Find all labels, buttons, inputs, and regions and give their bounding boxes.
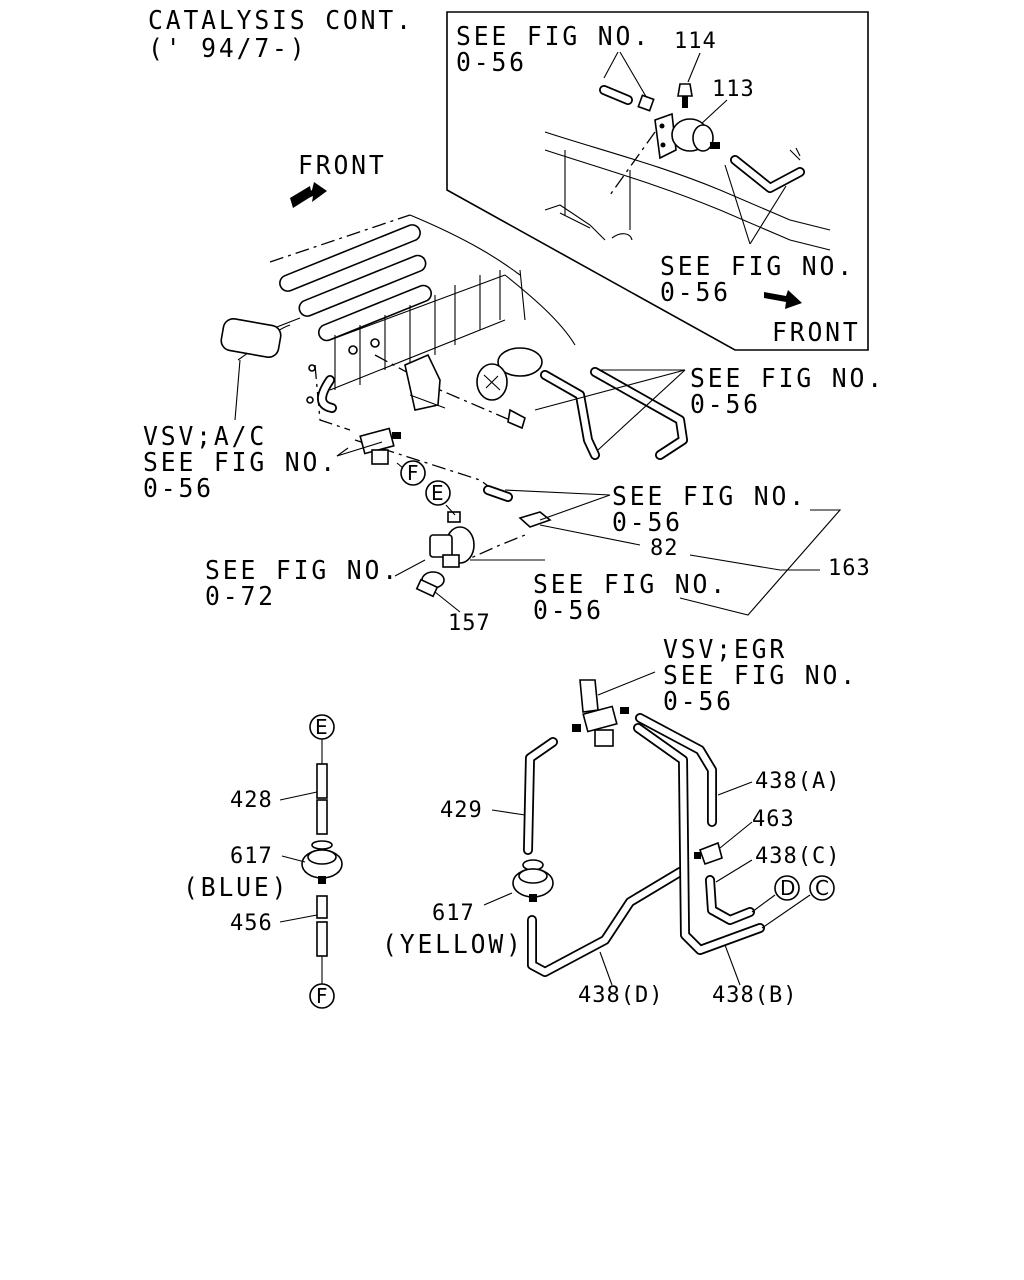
- part-463: 463: [752, 807, 795, 832]
- callout-82: 82: [650, 536, 679, 561]
- see-fig-lower: SEE FIG NO.: [533, 570, 728, 600]
- inset-detail: [446, 11, 869, 351]
- circle-d: D: [780, 876, 795, 900]
- main-front-label: FRONT: [298, 151, 387, 181]
- circle-e-main: E: [431, 481, 444, 505]
- see-fig-072: SEE FIG NO.: [205, 556, 400, 586]
- see-fig-center: SEE FIG NO.: [612, 482, 807, 512]
- diagram-title: CATALYSIS CONT.: [148, 6, 414, 36]
- callout-113: 113: [712, 77, 755, 102]
- part-438a: 438(A): [755, 769, 841, 794]
- circle-e-left: E: [315, 715, 328, 739]
- vsv-egr-see-fig: SEE FIG NO.: [663, 661, 858, 691]
- right-assembly: D C: [483, 671, 835, 986]
- part-617-blue: 617: [230, 844, 273, 869]
- see-fig-right-no: 0-56: [690, 390, 761, 420]
- part-438d: 438(D): [578, 983, 664, 1008]
- vsv-ac-fig-no: 0-56: [143, 474, 214, 504]
- see-fig-072-no: 0-72: [205, 582, 276, 612]
- vsv-egr-fig-no: 0-56: [663, 687, 734, 717]
- part-438b: 438(B): [712, 983, 798, 1008]
- see-fig-right: SEE FIG NO.: [690, 364, 885, 394]
- callout-114: 114: [674, 29, 717, 54]
- circle-c: C: [815, 876, 829, 900]
- part-429: 429: [440, 798, 483, 823]
- vsv-ac-label: VSV;A/C: [143, 422, 268, 452]
- color-yellow: (YELLOW): [382, 930, 524, 960]
- part-617-yellow: 617: [432, 901, 475, 926]
- inset-see-fig-top-no: 0-56: [456, 48, 527, 78]
- see-fig-lower-no: 0-56: [533, 596, 604, 626]
- left-assembly: E F: [279, 714, 343, 1009]
- inset-see-fig-top: SEE FIG NO.: [456, 22, 651, 52]
- color-blue: (BLUE): [183, 873, 290, 903]
- see-fig-center-no: 0-56: [612, 508, 683, 538]
- vsv-ac-see-fig: SEE FIG NO.: [143, 448, 338, 478]
- part-428: 428: [230, 788, 273, 813]
- callout-163: 163: [828, 556, 871, 581]
- circle-f-left: F: [316, 984, 328, 1008]
- part-438c: 438(C): [755, 844, 841, 869]
- inset-front-label: FRONT: [772, 318, 861, 348]
- vsv-egr-label: VSV;EGR: [663, 635, 788, 665]
- engine-bay-view: E F: [220, 182, 842, 616]
- callout-157: 157: [448, 611, 491, 636]
- part-456: 456: [230, 911, 273, 936]
- diagram-subtitle: (' 94/7-): [148, 34, 308, 64]
- circle-f-main: F: [407, 461, 419, 485]
- inset-see-fig-bottom: SEE FIG NO.: [660, 252, 855, 282]
- inset-see-fig-bottom-no: 0-56: [660, 278, 731, 308]
